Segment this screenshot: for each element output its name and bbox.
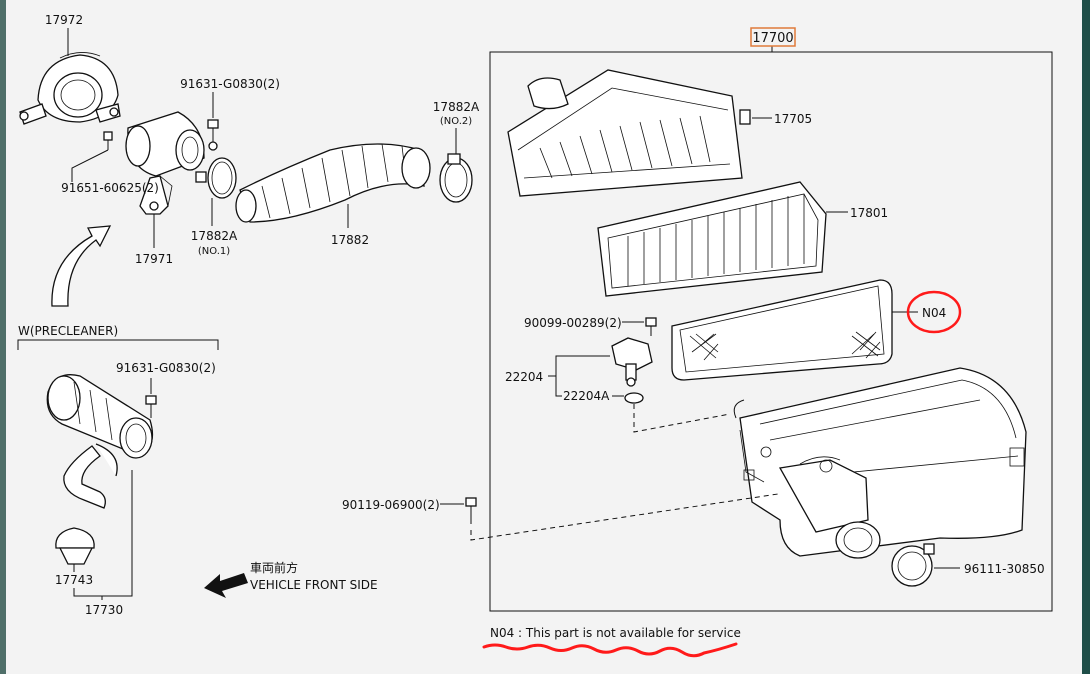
label-17882A-no1[interactable]: 17882A [191, 229, 238, 243]
left-edge-bar [0, 0, 6, 674]
label-17801[interactable]: 17801 [850, 206, 888, 220]
clamp-96111 [891, 543, 935, 587]
oring-22204A [624, 392, 644, 404]
label-91631-low[interactable]: 91631-G0830(2) [116, 361, 216, 375]
air-cleaner-case [739, 367, 1027, 559]
label-17882[interactable]: 17882 [331, 233, 369, 247]
vehicle-front-arrow-icon [204, 573, 248, 598]
bolt-91651 [103, 131, 113, 150]
dash-guide-bolt [470, 493, 779, 541]
bolt-91631-top [207, 119, 219, 151]
part-17705-cover [507, 69, 751, 197]
footnote-underline-scribble [482, 642, 738, 658]
label-91651[interactable]: 91651-60625(2) [61, 181, 159, 195]
label-17882A-no1-sub: (NO.1) [198, 246, 230, 257]
assembly-frame [489, 51, 1053, 612]
part-N04-gasket [671, 279, 893, 381]
hose-17882 [235, 143, 431, 223]
part-17972 [19, 52, 121, 125]
label-17743[interactable]: 17743 [55, 573, 93, 587]
label-17882A-no2[interactable]: 17882A [433, 100, 480, 114]
clamp-17882A-no1 [195, 157, 237, 199]
label-22204[interactable]: 22204 [505, 370, 543, 384]
part-17743 [55, 527, 95, 565]
label-N04[interactable]: N04 [922, 306, 946, 320]
label-17882A-no2-sub: (NO.2) [440, 116, 472, 127]
label-96111[interactable]: 96111-30850 [964, 562, 1045, 576]
label-22204A[interactable]: 22204A [563, 389, 610, 403]
dash-guide-sensor [633, 404, 731, 433]
part-17801-filter [597, 181, 827, 297]
reference-arrow [51, 225, 112, 307]
right-edge-bar [1082, 0, 1090, 674]
label-17705[interactable]: 17705 [774, 112, 812, 126]
label-17730[interactable]: 17730 [85, 603, 123, 617]
clamp-17882A-no2 [439, 153, 473, 203]
label-90099[interactable]: 90099-00289(2) [524, 316, 622, 330]
label-precleaner: W(PRECLEANER) [18, 324, 118, 338]
bolt-91631-low [145, 395, 157, 418]
precleaner-bracket [17, 339, 219, 350]
bolt-90119 [465, 497, 477, 524]
label-vehicle-front-en: VEHICLE FRONT SIDE [250, 578, 378, 592]
footnote-text: N04 : This part is not available for ser… [490, 626, 741, 640]
label-91631-top[interactable]: 91631-G0830(2) [180, 77, 280, 91]
label-17700[interactable]: 17700 [752, 31, 793, 46]
part-17971 [125, 111, 205, 215]
label-17972[interactable]: 17972 [45, 13, 83, 27]
sensor-22204 [611, 337, 653, 387]
bolt-90099 [645, 317, 657, 336]
callout-box-17700 [750, 27, 796, 47]
label-17971[interactable]: 17971 [135, 252, 173, 266]
n04-highlight-circle [906, 290, 962, 334]
label-90119[interactable]: 90119-06900(2) [342, 498, 440, 512]
part-17730-precleaner [46, 374, 154, 509]
label-vehicle-front-jp: 車両前方 [250, 560, 298, 575]
